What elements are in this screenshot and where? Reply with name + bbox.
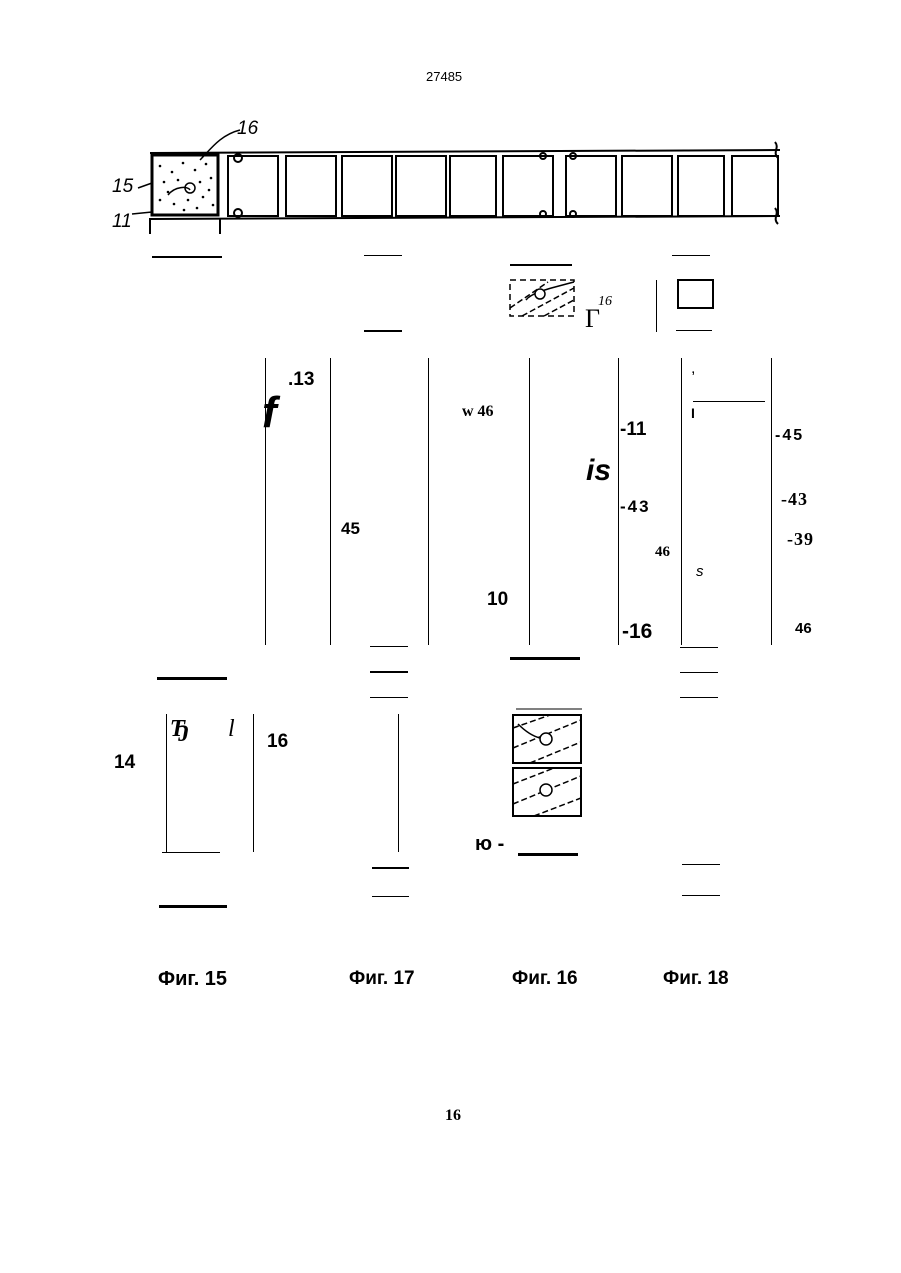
rule-vertical bbox=[428, 358, 429, 645]
rule bbox=[680, 647, 718, 648]
label-11-top: 11 bbox=[112, 211, 132, 233]
caption-fig18: Фиг. 18 bbox=[663, 968, 729, 990]
rule bbox=[370, 646, 408, 647]
hatched-section-small bbox=[508, 278, 578, 318]
label-11: -11 bbox=[620, 419, 646, 441]
rule bbox=[370, 671, 408, 673]
label-I2: l bbox=[228, 716, 235, 743]
rule bbox=[682, 864, 720, 865]
rule-vertical bbox=[656, 280, 657, 332]
rule bbox=[680, 672, 718, 673]
caption-fig17: Фиг. 17 bbox=[349, 968, 415, 990]
label-46b: 46 bbox=[795, 620, 812, 637]
label-comma: , bbox=[691, 360, 695, 378]
label-13: .13 bbox=[288, 369, 314, 391]
fig16-top-sup: 16 bbox=[598, 294, 612, 310]
label-16a: -16 bbox=[622, 620, 652, 644]
rule bbox=[676, 330, 712, 331]
rule bbox=[157, 677, 227, 680]
rule-vertical bbox=[398, 714, 399, 852]
rule bbox=[372, 867, 409, 869]
label-15-top: 15 bbox=[112, 176, 133, 198]
rule bbox=[510, 264, 572, 266]
label-39: -39 bbox=[787, 529, 814, 550]
hatched-section-large bbox=[510, 706, 586, 818]
label-43b: -43 bbox=[781, 489, 808, 510]
label-I: I bbox=[691, 405, 695, 421]
rule bbox=[364, 330, 402, 332]
label-s: s bbox=[696, 563, 704, 580]
small-square bbox=[676, 276, 716, 312]
rule bbox=[682, 895, 720, 896]
label-45b: -45 bbox=[775, 427, 804, 445]
panel-strip-drawing bbox=[0, 0, 901, 260]
label-yu: ю - bbox=[475, 833, 504, 856]
rule bbox=[370, 697, 408, 698]
rule bbox=[672, 255, 710, 256]
rule bbox=[159, 905, 227, 908]
rule-vertical bbox=[529, 358, 530, 645]
rule-vertical bbox=[771, 358, 772, 645]
caption-fig16: Фиг. 16 bbox=[512, 968, 578, 990]
label-46a: 46 bbox=[655, 544, 670, 561]
label-b: Ђ bbox=[170, 716, 190, 743]
rule bbox=[372, 896, 409, 897]
rule bbox=[152, 256, 222, 258]
label-45a: 45 bbox=[341, 519, 360, 539]
label-43a: -43 bbox=[620, 497, 651, 517]
caption-fig15: Фиг. 15 bbox=[158, 968, 227, 991]
label-10: 10 bbox=[487, 589, 508, 611]
label-14: 14 bbox=[114, 752, 135, 774]
page-number: 16 bbox=[445, 1107, 461, 1125]
label-f: f bbox=[262, 388, 277, 438]
rule-vertical bbox=[330, 358, 331, 645]
rule-vertical bbox=[166, 714, 167, 852]
rule bbox=[680, 697, 718, 698]
rule-vertical bbox=[681, 358, 682, 645]
rule bbox=[364, 255, 402, 256]
label-16b: 16 bbox=[267, 731, 288, 753]
rule-vertical bbox=[618, 358, 619, 645]
rule-vertical bbox=[253, 714, 254, 852]
rule bbox=[162, 852, 220, 853]
rule bbox=[510, 657, 580, 660]
rule bbox=[693, 401, 765, 402]
rule bbox=[518, 853, 578, 856]
label-is: is bbox=[586, 454, 611, 488]
label-16-top: 16 bbox=[237, 118, 258, 140]
label-w46: w 46 bbox=[462, 403, 494, 421]
